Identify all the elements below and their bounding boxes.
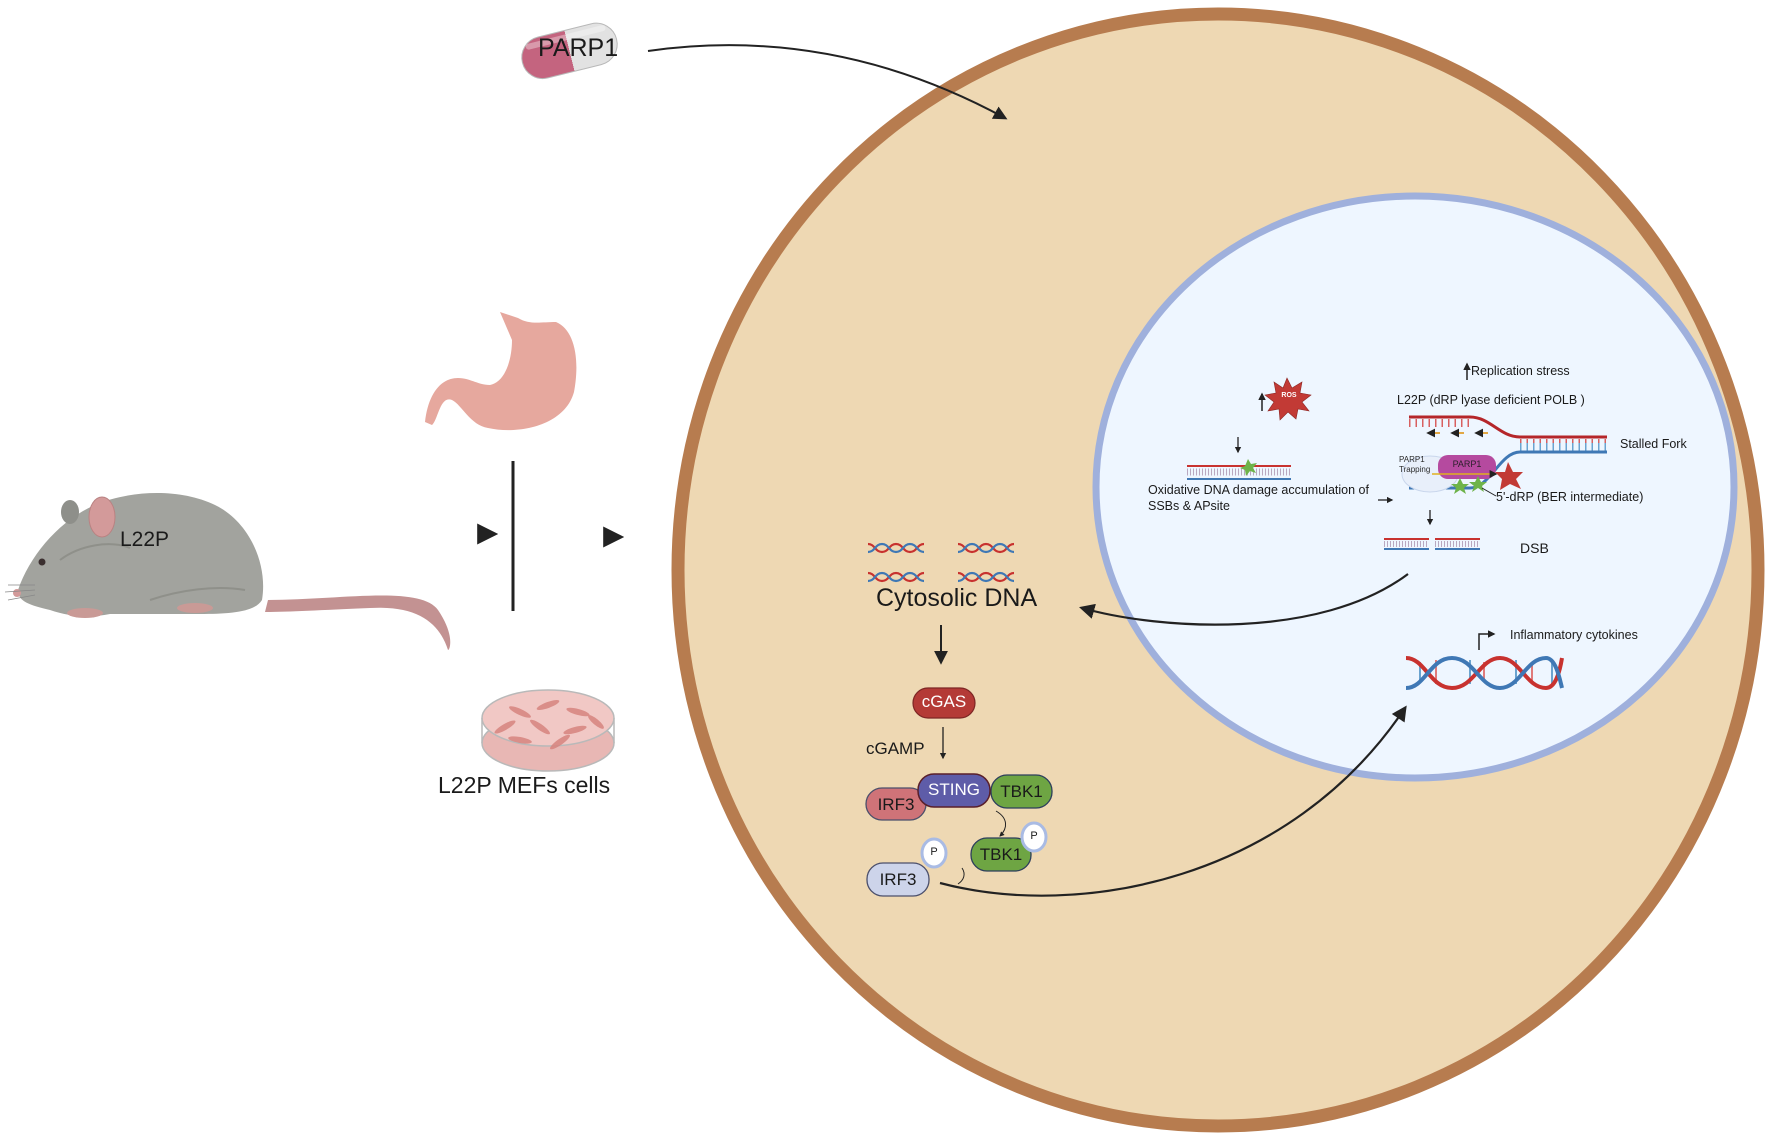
phospho-irf3-label: P [930, 846, 938, 858]
sting-to-tbk1-arrow [995, 810, 1006, 837]
mouse-icon [4, 492, 451, 650]
cytosolic-dna-fragments [867, 542, 1015, 583]
dna-fragment-icon [867, 542, 925, 554]
phospho-group-irf3 [920, 837, 948, 869]
parp1-protein-label: PARP1 [1452, 459, 1482, 469]
tbk1-to-irf3-arc [957, 867, 965, 885]
mefs-cells-label: L22P MEFs cells [438, 772, 611, 798]
irf3-phospho-label: IRF3 [879, 870, 917, 889]
parp1-pill-label: PARP1 [538, 34, 619, 62]
cgas-label: cGAS [921, 692, 967, 711]
ros-label: ROS [1281, 392, 1297, 399]
transcription-arrow [1478, 630, 1496, 650]
ros-burst-icon [1264, 377, 1312, 421]
phospho-tbk1-label: P [1030, 830, 1038, 842]
inflammatory-cytokines-label: Inflammatory cytokines [1510, 628, 1638, 642]
drp-green-star-icon [1451, 478, 1469, 494]
cgamp-label: cGAMP [866, 739, 925, 758]
stalled-fork-label: Stalled Fork [1620, 437, 1687, 451]
drp-pointer [1481, 487, 1497, 497]
replication-stress-label: Replication stress [1471, 364, 1570, 378]
ssb-dna-strand [1187, 459, 1291, 480]
dna-fragment-icon [867, 571, 925, 583]
dna-fragment-icon [957, 571, 1015, 583]
irf3-label: IRF3 [877, 795, 915, 814]
parp1-trapping-line1: PARP1 [1399, 455, 1425, 464]
dsb-to-cytosol-arrow [1079, 573, 1409, 626]
damage-star-icon [1240, 459, 1257, 476]
drp-red-star-icon [1495, 462, 1523, 490]
tbk1-phospho-label: TBK1 [979, 845, 1023, 864]
cytosolic-dna-label: Cytosolic DNA [876, 584, 1038, 612]
oxidative-damage-label: Oxidative DNA damage accumulation of SSB… [1148, 482, 1388, 514]
drp-label: 5'-dRP (BER intermediate) [1496, 490, 1644, 504]
dsb-dna-strand [1384, 533, 1480, 553]
parp1-arrow [647, 44, 1008, 120]
genomic-dna-helix-icon [1405, 655, 1564, 691]
stomach-icon [425, 312, 577, 431]
dsb-label: DSB [1520, 540, 1549, 556]
tbk1-phospho-protein [970, 837, 1032, 872]
irf3-to-nucleus-arrow [939, 705, 1407, 897]
tbk1-protein [990, 774, 1053, 809]
tbk1-label: TBK1 [1000, 782, 1043, 801]
sting-protein [917, 773, 991, 808]
oxidative-damage-line2: SSBs & APsite [1148, 499, 1230, 513]
sting-label: STING [928, 780, 980, 799]
petri-dish-icon [481, 689, 615, 772]
parp1-trapping-label: PARP1 Trapping [1399, 455, 1449, 475]
cgas-protein [912, 687, 976, 719]
irf3-phospho-protein [866, 862, 930, 897]
dna-fragment-icon [957, 542, 1015, 554]
l22p-polb-label: L22P (dRP lyase deficient POLB ) [1397, 393, 1585, 407]
parp1-trapping-line2: Trapping [1399, 465, 1431, 474]
phospho-group-tbk1 [1020, 821, 1048, 853]
parp1-drug-pill [521, 22, 618, 80]
mouse-label: L22P [120, 528, 170, 551]
oxidative-damage-line1: Oxidative DNA damage accumulation of [1148, 483, 1369, 497]
parp1-protein [1438, 455, 1496, 479]
